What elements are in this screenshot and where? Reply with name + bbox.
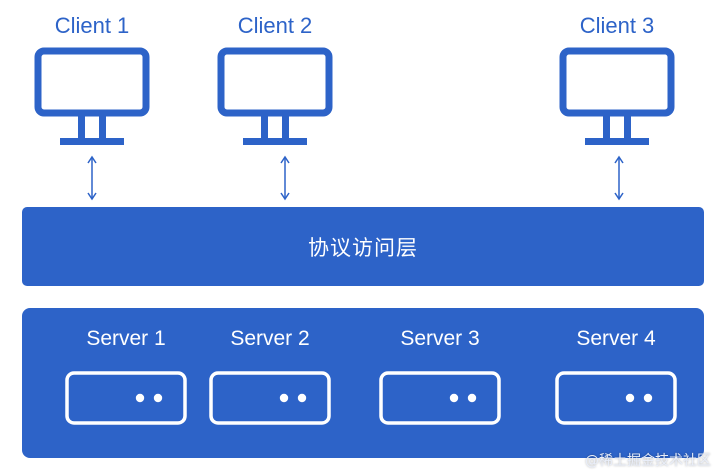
server-label: Server 2 [230,327,310,350]
client-label: Client 3 [579,13,655,38]
server-3: Server 3 [370,324,510,426]
server-box-icon [555,371,677,425]
server-cluster: Server 1 Server 2 Server 3 Server 4 [22,308,704,458]
server-label: Server 1 [86,327,166,350]
server-2: Server 2 [200,324,340,426]
server-box-icon [65,371,187,425]
server-box-icon [379,371,501,425]
monitor-icon [34,47,150,145]
server-box-icon [209,371,331,425]
protocol-access-layer: 协议访问层 [22,207,704,286]
protocol-layer-label: 协议访问层 [308,235,418,260]
client-label: Client 1 [54,13,130,38]
watermark: @稀土掘金技术社区 [585,453,711,469]
server-1: Server 1 [56,324,196,426]
monitor-icon [217,47,333,145]
double-arrow-icon [614,155,624,201]
client-3: Client 3 [542,12,692,150]
monitor-icon [559,47,675,145]
client-label: Client 2 [237,13,313,38]
double-arrow-icon [87,155,97,201]
client-2: Client 2 [200,12,350,150]
server-label: Server 3 [400,327,480,350]
server-label: Server 4 [576,327,656,350]
double-arrow-icon [280,155,290,201]
server-4: Server 4 [546,324,686,426]
client-1: Client 1 [17,12,167,150]
